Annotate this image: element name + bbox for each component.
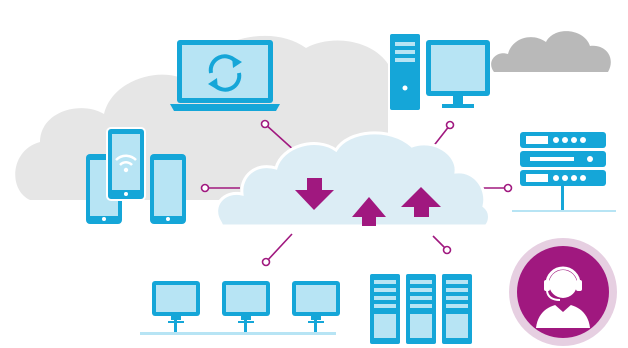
tablets-wifi-icon xyxy=(86,127,186,224)
connector-workstations xyxy=(265,233,293,263)
rack-server-icon xyxy=(512,132,616,212)
upload-arrow-icon xyxy=(352,197,386,226)
headset-support-agent-icon xyxy=(509,238,617,346)
connector-dots xyxy=(200,119,513,267)
cloud-hub-icon xyxy=(215,131,491,228)
laptop-sync-icon xyxy=(170,40,280,111)
upload-arrow-icon-2 xyxy=(401,187,441,217)
desktop-tower-monitor-icon xyxy=(390,34,490,110)
small-cloud-icon xyxy=(491,31,611,72)
connector-laptop xyxy=(264,123,297,153)
networked-monitors-icon xyxy=(140,281,340,335)
download-arrow-icon xyxy=(295,178,334,210)
server-towers-icon xyxy=(370,274,472,344)
